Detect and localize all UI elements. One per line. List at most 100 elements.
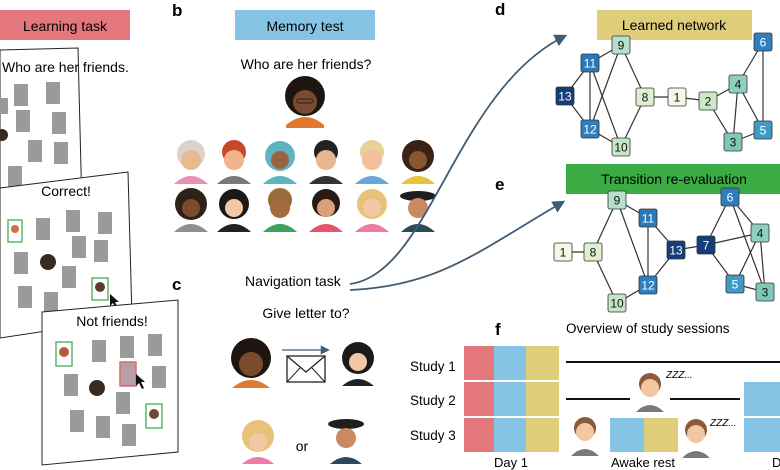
panel-a: Learning task Who are her friends. Corre… — [0, 10, 179, 466]
node-box-5 — [725, 274, 745, 294]
arrow-to-learned-network — [349, 34, 568, 285]
wrong-choice — [119, 361, 137, 387]
node-label-3: 3 — [762, 286, 769, 300]
node-6: 6 — [753, 32, 773, 52]
node-1: 1 — [667, 87, 687, 107]
s3-rest-navigation — [644, 418, 678, 452]
resting-person — [571, 417, 599, 456]
node-8: 8 — [635, 87, 655, 107]
node-label-8: 8 — [642, 91, 649, 105]
node-label-4: 4 — [735, 78, 742, 92]
s3-memory — [494, 418, 526, 452]
panel-c-letter: c — [172, 275, 181, 294]
node-box-4 — [728, 74, 748, 94]
node-label-9: 9 — [614, 194, 621, 208]
node-box-12 — [638, 275, 658, 295]
node-box-7 — [696, 235, 716, 255]
node-8: 8 — [583, 242, 603, 262]
avatar-11 — [355, 189, 389, 232]
node-label-11: 11 — [642, 212, 655, 226]
node-label-12: 12 — [641, 279, 655, 293]
avatar-8 — [217, 189, 251, 232]
s3-navigation — [526, 418, 559, 452]
learning-task-title: Learning task — [23, 18, 108, 34]
panel-f: f Overview of study sessions Study 1 Stu… — [410, 320, 780, 470]
edge-6-3 — [729, 196, 766, 293]
node-4: 4 — [750, 223, 770, 243]
card1-caption: Who are her friends. — [2, 59, 129, 75]
avatar-small — [0, 129, 8, 141]
s2-day2-memory — [744, 382, 780, 416]
sleeping-person-1: ZZZ... — [636, 370, 693, 412]
card2-caption: Correct! — [41, 183, 91, 199]
node-box-2 — [698, 91, 718, 111]
learning-task-banner — [0, 10, 130, 40]
target-person-avatar — [285, 76, 325, 128]
target-avatar — [40, 254, 56, 270]
node-box-6 — [720, 187, 740, 207]
avatar-12 — [400, 191, 436, 232]
node-label-4: 4 — [757, 227, 764, 241]
s1-navigation — [526, 346, 559, 380]
node-label-1: 1 — [674, 91, 681, 105]
node-4: 4 — [728, 74, 748, 94]
node-box-8 — [635, 87, 655, 107]
node-box-10 — [611, 137, 631, 157]
node-13: 13 — [555, 86, 575, 106]
node-box-6 — [753, 32, 773, 52]
avatar-2 — [217, 140, 251, 184]
edge-11-10 — [589, 62, 622, 148]
node-label-11: 11 — [584, 57, 597, 71]
node-label-5: 5 — [760, 124, 767, 138]
node-5: 5 — [753, 120, 773, 140]
node-2: 2 — [698, 91, 718, 111]
s3-learning — [464, 418, 494, 452]
avatar-5 — [355, 140, 389, 184]
node-label-5: 5 — [732, 278, 739, 292]
node-label-9: 9 — [618, 39, 625, 53]
node-box-4 — [750, 223, 770, 243]
s1-learning — [464, 346, 494, 380]
memory-test-question: Who are her friends? — [241, 56, 372, 72]
footer-day2: D — [772, 455, 780, 470]
panel-b-letter: b — [172, 1, 182, 20]
node-12: 12 — [580, 119, 600, 139]
node-box-9 — [607, 190, 627, 210]
node-box-3 — [755, 282, 775, 302]
node-box-10 — [607, 293, 627, 313]
s3-rest-memory — [610, 418, 644, 452]
footer-awake-rest: Awake rest — [611, 455, 675, 470]
s2-navigation — [526, 382, 559, 416]
avatar-9 — [263, 188, 297, 232]
node-box-12 — [580, 119, 600, 139]
node-box-11 — [580, 53, 600, 73]
node-11: 11 — [638, 208, 658, 228]
cursor-icon-2 — [136, 374, 145, 389]
reevaluation-banner — [566, 164, 780, 194]
edge-4-3 — [759, 232, 766, 293]
panel-e-letter: e — [495, 175, 504, 194]
panel-d-letter: d — [495, 0, 505, 19]
learned-network-banner — [597, 10, 752, 40]
node-label-2: 2 — [705, 95, 712, 109]
row-label-3: Study 3 — [410, 428, 456, 443]
node-label-1: 1 — [560, 246, 567, 260]
or-label: or — [296, 438, 309, 454]
node-12: 12 — [638, 275, 658, 295]
avatar-6 — [401, 140, 435, 184]
reevaluation-title: Transition re-evaluation — [601, 171, 747, 187]
panel-f-letter: f — [495, 320, 501, 339]
cursor-icon — [110, 294, 119, 309]
node-label-7: 7 — [703, 239, 710, 253]
s1-memory — [494, 346, 526, 380]
avatar-4 — [309, 140, 343, 184]
sleeping-person-2: ZZZ... — [682, 418, 737, 458]
node-box-13 — [555, 86, 575, 106]
node-3: 3 — [723, 132, 743, 152]
node-label-10: 10 — [614, 141, 628, 155]
avatar-7 — [174, 188, 208, 232]
avatar-1 — [174, 140, 208, 184]
sleep-zzz-2: ZZZ... — [709, 418, 737, 429]
node-label-6: 6 — [760, 36, 767, 50]
